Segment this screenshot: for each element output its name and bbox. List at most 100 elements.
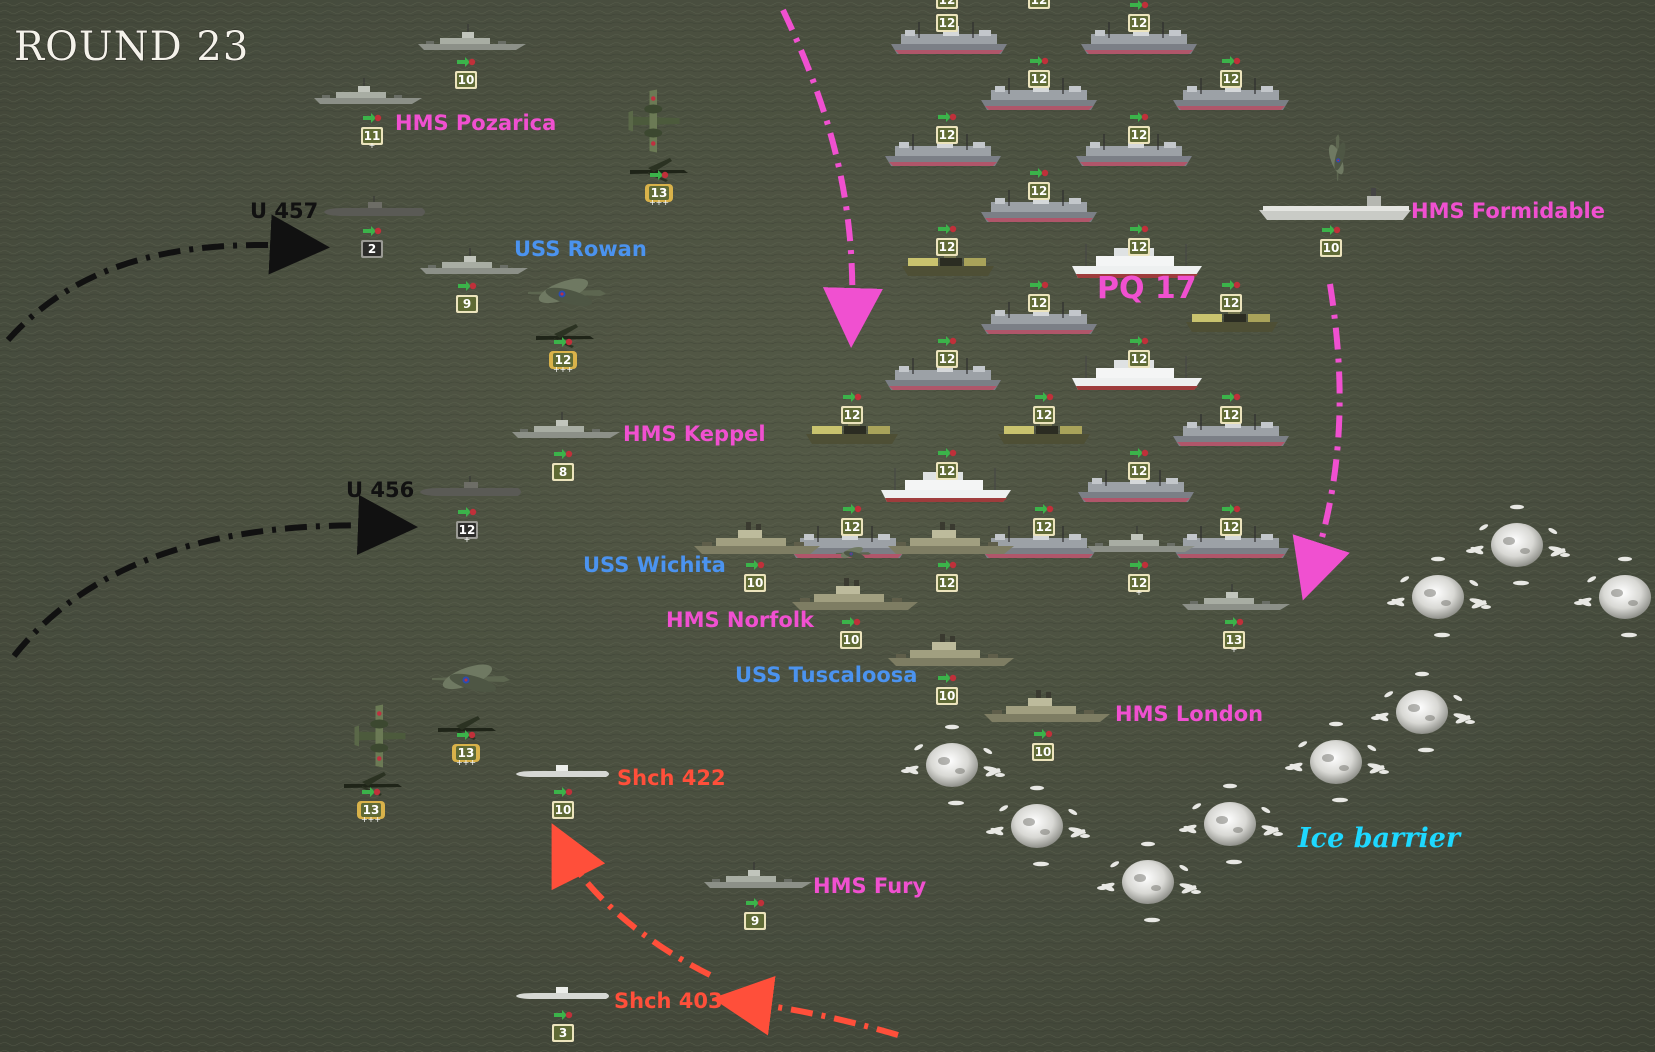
convoy-ship-counter[interactable]: 12 [1128, 0, 1150, 32]
unit-strength: 10 [747, 576, 764, 590]
unit-counter[interactable]: 8 [552, 449, 574, 481]
air-unit-counter[interactable]: 13+++ [645, 170, 673, 207]
unit-counter[interactable]: 11+ [361, 113, 383, 150]
convoy-ship-counter[interactable]: 12 [1220, 280, 1242, 312]
air-unit-mosquito-left[interactable]: 13+++ [432, 659, 510, 767]
unit-counter[interactable]: 2 [361, 226, 383, 258]
convoy-ship-counter[interactable]: 12 [1128, 336, 1150, 368]
unit-strength: 12 [1031, 296, 1048, 310]
unit-counter[interactable]: 10 [744, 560, 766, 592]
unit-label: HMS Pozarica [395, 111, 556, 135]
unit-strength: 12 [1131, 576, 1148, 590]
air-unit-counter[interactable]: 12+++ [549, 337, 577, 374]
unit-strength: 12 [1223, 520, 1240, 534]
air-unit-spitfire-left[interactable]: 13+++ [344, 704, 406, 825]
convoy-ship-counter[interactable]: 12 [1128, 448, 1150, 480]
convoy-ship-counter[interactable]: 12 [1028, 168, 1050, 200]
convoy-route-arrow-right [1292, 283, 1350, 601]
unit-counter[interactable]: 12+ [456, 507, 478, 544]
unit-strength: 12 [939, 576, 956, 590]
convoy-ship-counter[interactable]: 12 [1220, 56, 1242, 88]
unit-strength: 12 [555, 353, 572, 367]
unit-label: HMS Norfolk [666, 608, 815, 632]
unit-strength: 13 [1226, 633, 1243, 647]
unit-counter[interactable]: 10 [840, 617, 862, 649]
unit-counter[interactable]: 10 [1320, 225, 1342, 257]
unit-strength: 10 [939, 689, 956, 703]
unit-hms-formidable[interactable]: 10 HMS Formidable [1259, 188, 1605, 257]
unit-strength: 10 [1035, 745, 1052, 759]
convoy-ship-counter[interactable]: 12 [1220, 392, 1242, 424]
svg-text:+++: +++ [456, 758, 476, 767]
unit-strength: 12 [939, 464, 956, 478]
convoy-ship-counter[interactable]: 12 [936, 336, 958, 368]
unit-strength: 10 [843, 633, 860, 647]
convoy-ship-counter[interactable]: 12 [1033, 392, 1055, 424]
unit-counter[interactable]: 10 [1032, 729, 1054, 761]
unit-u457[interactable]: 2U 457 [250, 195, 426, 258]
escort-ship[interactable]: 12 [888, 522, 1014, 592]
svg-text:+++: +++ [361, 815, 381, 824]
convoy-ship-counter[interactable]: 12 [936, 224, 958, 256]
escort-counter[interactable]: 13+ [1223, 617, 1245, 654]
convoy-ship-counter[interactable]: 12 [1128, 112, 1150, 144]
unit-label: USS Wichita [583, 553, 726, 577]
unit-top-ship-1[interactable]: 10 [417, 23, 527, 89]
unit-u456[interactable]: 12+U 456 [346, 475, 522, 544]
convoy-ship-counter[interactable]: 12 [1220, 504, 1242, 536]
svg-text:+: + [369, 141, 376, 150]
svg-text:+: + [1231, 645, 1238, 654]
unit-strength: 13 [458, 746, 475, 760]
escort-counter[interactable]: 12 [936, 560, 958, 592]
convoy-ship-counter[interactable]: 12 [936, 112, 958, 144]
convoy-ship-counter[interactable]: 12 [841, 392, 863, 424]
convoy-ship-counter[interactable]: 12 [1128, 224, 1150, 256]
unit-counter[interactable]: 3 [552, 1010, 574, 1042]
unit-hms-keppel[interactable]: 8 HMS Keppel [511, 411, 766, 481]
convoy-ship-counter[interactable]: 12 [936, 0, 958, 32]
unit-strength: 12 [1131, 352, 1148, 366]
unit-counter[interactable]: 9 [744, 898, 766, 930]
unit-uss-wichita[interactable]: 10 USS Wichita [583, 522, 820, 592]
unit-strength: 9 [751, 914, 759, 928]
unit-strength: 10 [555, 803, 572, 817]
unit-counter[interactable]: 10 [455, 57, 477, 89]
escort-ship[interactable]: 12+ [1086, 525, 1196, 597]
convoy-ship-counter[interactable]: 12 [1028, 0, 1050, 9]
air-unit-counter[interactable]: 13+++ [452, 730, 480, 767]
convoy-ship-counter[interactable]: 12 [1033, 504, 1055, 536]
unit-counter[interactable]: 10 [552, 787, 574, 819]
escort-counter[interactable]: 12+ [1128, 560, 1150, 597]
convoy-ship-counter[interactable]: 12 [936, 448, 958, 480]
unit-hms-pozarica[interactable]: 11+ HMS Pozarica [313, 77, 556, 150]
unit-counter[interactable]: 9 [456, 281, 478, 313]
unit-counter[interactable]: 10 [936, 673, 958, 705]
unit-strength: 9 [463, 297, 471, 311]
svg-text:+++: +++ [553, 365, 573, 374]
unit-label: HMS Formidable [1411, 199, 1605, 223]
unit-strength: 13 [363, 803, 380, 817]
unit-strength: 11 [364, 129, 381, 143]
unit-label: USS Tuscaloosa [735, 663, 917, 687]
convoy-ship-counter[interactable]: 12 [1028, 280, 1050, 312]
convoy-ship-counter[interactable]: 12 [1028, 56, 1050, 88]
unit-strength: 12 [1036, 520, 1053, 534]
convoy-ship-counter[interactable]: 12 [936, 0, 958, 9]
convoy-ship-counter[interactable]: 12 [841, 504, 863, 536]
unit-strength: 12 [1131, 128, 1148, 142]
escort-ship[interactable]: 13+ [1181, 583, 1291, 654]
air-unit-counter[interactable]: 13+++ [357, 787, 385, 824]
air-unit-spitfire-rowan[interactable]: 12+++ [528, 273, 606, 374]
unit-strength: 12 [1131, 240, 1148, 254]
air-unit-mosquito-top[interactable]: 13+++ [628, 89, 689, 208]
unit-label: HMS Keppel [623, 422, 766, 446]
